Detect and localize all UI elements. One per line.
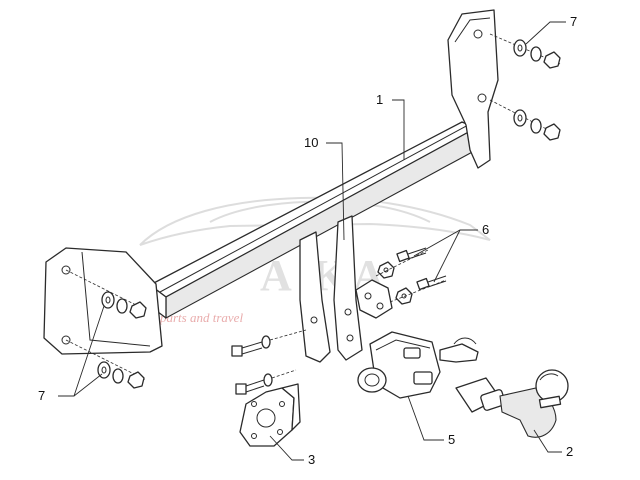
watermark-car-outline-icon — [139, 196, 491, 246]
bolt-icon — [416, 275, 447, 291]
ball-neck — [455, 369, 569, 438]
callout-10: 10 — [304, 135, 345, 241]
socket-plate-bolts — [231, 329, 307, 395]
nut-icon — [127, 371, 145, 389]
callout-10-label: 10 — [304, 135, 318, 150]
callout-5-label: 5 — [448, 432, 455, 447]
callout-7-bottom-label: 7 — [38, 388, 45, 403]
nuts-washers-bottom — [65, 269, 147, 389]
bolts — [375, 247, 447, 305]
callout-2-label: 2 — [566, 444, 573, 459]
nut-icon — [129, 301, 147, 319]
watermark-tagline: parts and travel — [159, 310, 243, 325]
callout-6: 6 — [413, 222, 489, 283]
washer-icon — [530, 46, 542, 62]
callout-6-label: 6 — [482, 222, 489, 237]
callout-7-bottom: 7 — [38, 305, 105, 403]
side-bracket — [299, 215, 363, 363]
callout-7-top-label: 7 — [570, 14, 577, 29]
washer-icon — [530, 118, 542, 134]
nut-icon — [543, 51, 561, 69]
bracket-plate — [355, 279, 393, 319]
callout-1-label: 1 — [376, 92, 383, 107]
washer-icon — [263, 373, 273, 387]
callout-1: 1 — [376, 92, 405, 160]
callout-3: 3 — [269, 435, 315, 467]
callout-7-top: 7 — [525, 14, 577, 45]
washer-icon — [112, 368, 124, 384]
nut-icon — [377, 261, 395, 279]
bolt-icon — [231, 345, 243, 357]
nut-icon — [395, 287, 413, 305]
bolt-icon — [235, 383, 247, 395]
socket-plate — [239, 383, 301, 447]
electrical-socket — [357, 331, 479, 399]
nut-icon — [543, 123, 561, 141]
watermark: A KA parts and travel — [139, 196, 491, 325]
right-mounting-plate — [447, 9, 499, 169]
callout-5: 5 — [407, 395, 455, 447]
nuts-washers-top — [489, 33, 561, 141]
washer-icon — [261, 335, 271, 349]
washer-icon — [116, 298, 128, 314]
callout-2: 2 — [533, 429, 573, 459]
callout-3-label: 3 — [308, 452, 315, 467]
bolt-icon — [396, 247, 427, 263]
